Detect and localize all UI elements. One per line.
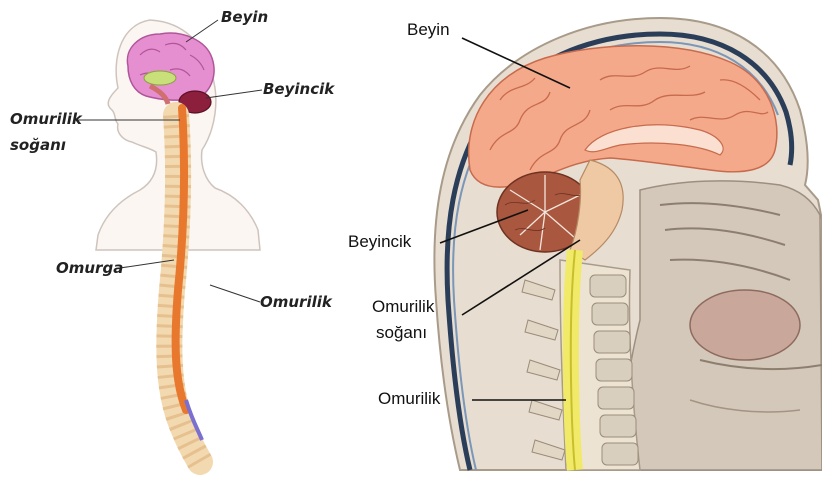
right-label-cerebellum: Beyincik — [348, 232, 411, 252]
right-label-medulla-line2: soğanı — [376, 323, 427, 343]
right-label-medulla-line1: Omurilik — [372, 297, 434, 317]
face-section — [620, 181, 822, 470]
right-label-brain: Beyin — [407, 20, 450, 40]
right-label-spinal-cord: Omurilik — [378, 389, 440, 409]
